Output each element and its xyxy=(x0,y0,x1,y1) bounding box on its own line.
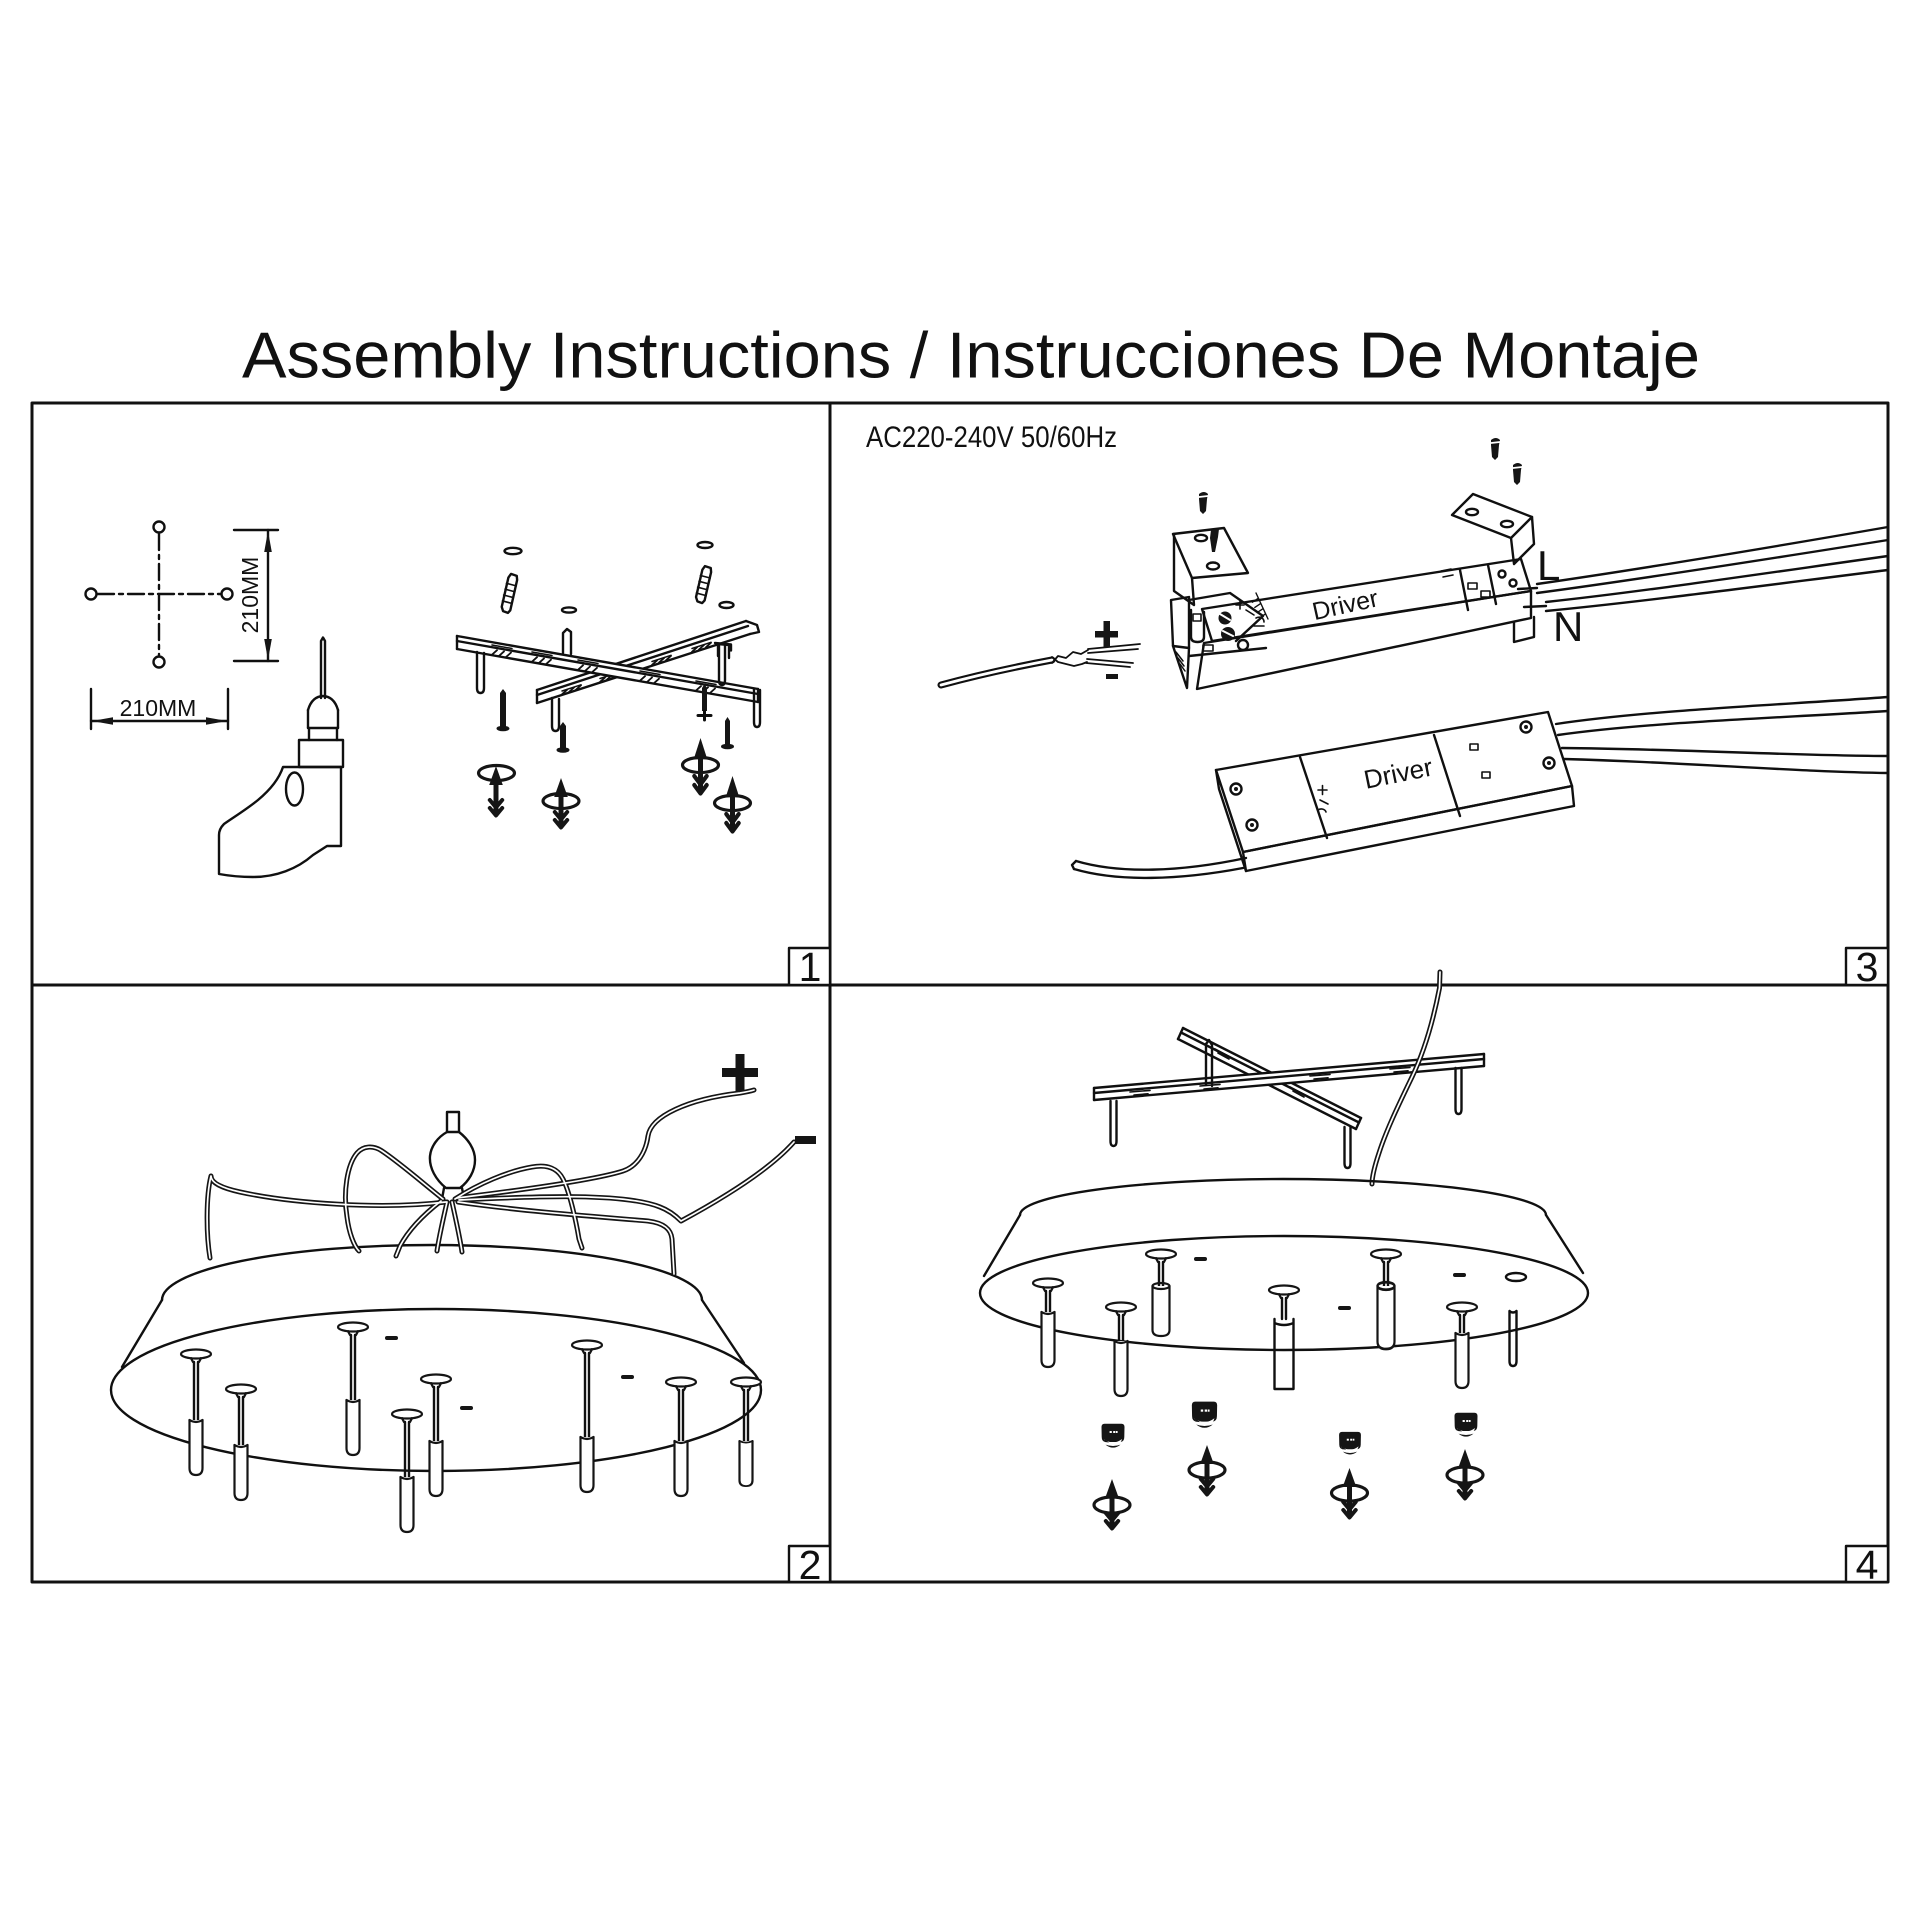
svg-text:Assembly Instructions / Instru: Assembly Instructions / Instrucciones De… xyxy=(242,320,1700,392)
svg-text:L: L xyxy=(1537,542,1560,589)
svg-text:Driver: Driver xyxy=(1361,752,1435,795)
svg-text:AC220-240V 50/60Hz: AC220-240V 50/60Hz xyxy=(866,421,1117,454)
svg-text:4: 4 xyxy=(1856,1542,1879,1588)
svg-text:2: 2 xyxy=(799,1542,822,1588)
svg-text:1: 1 xyxy=(799,944,822,990)
svg-text:210MM: 210MM xyxy=(237,557,263,634)
svg-text:3: 3 xyxy=(1856,944,1879,990)
svg-text:210MM: 210MM xyxy=(120,695,197,721)
